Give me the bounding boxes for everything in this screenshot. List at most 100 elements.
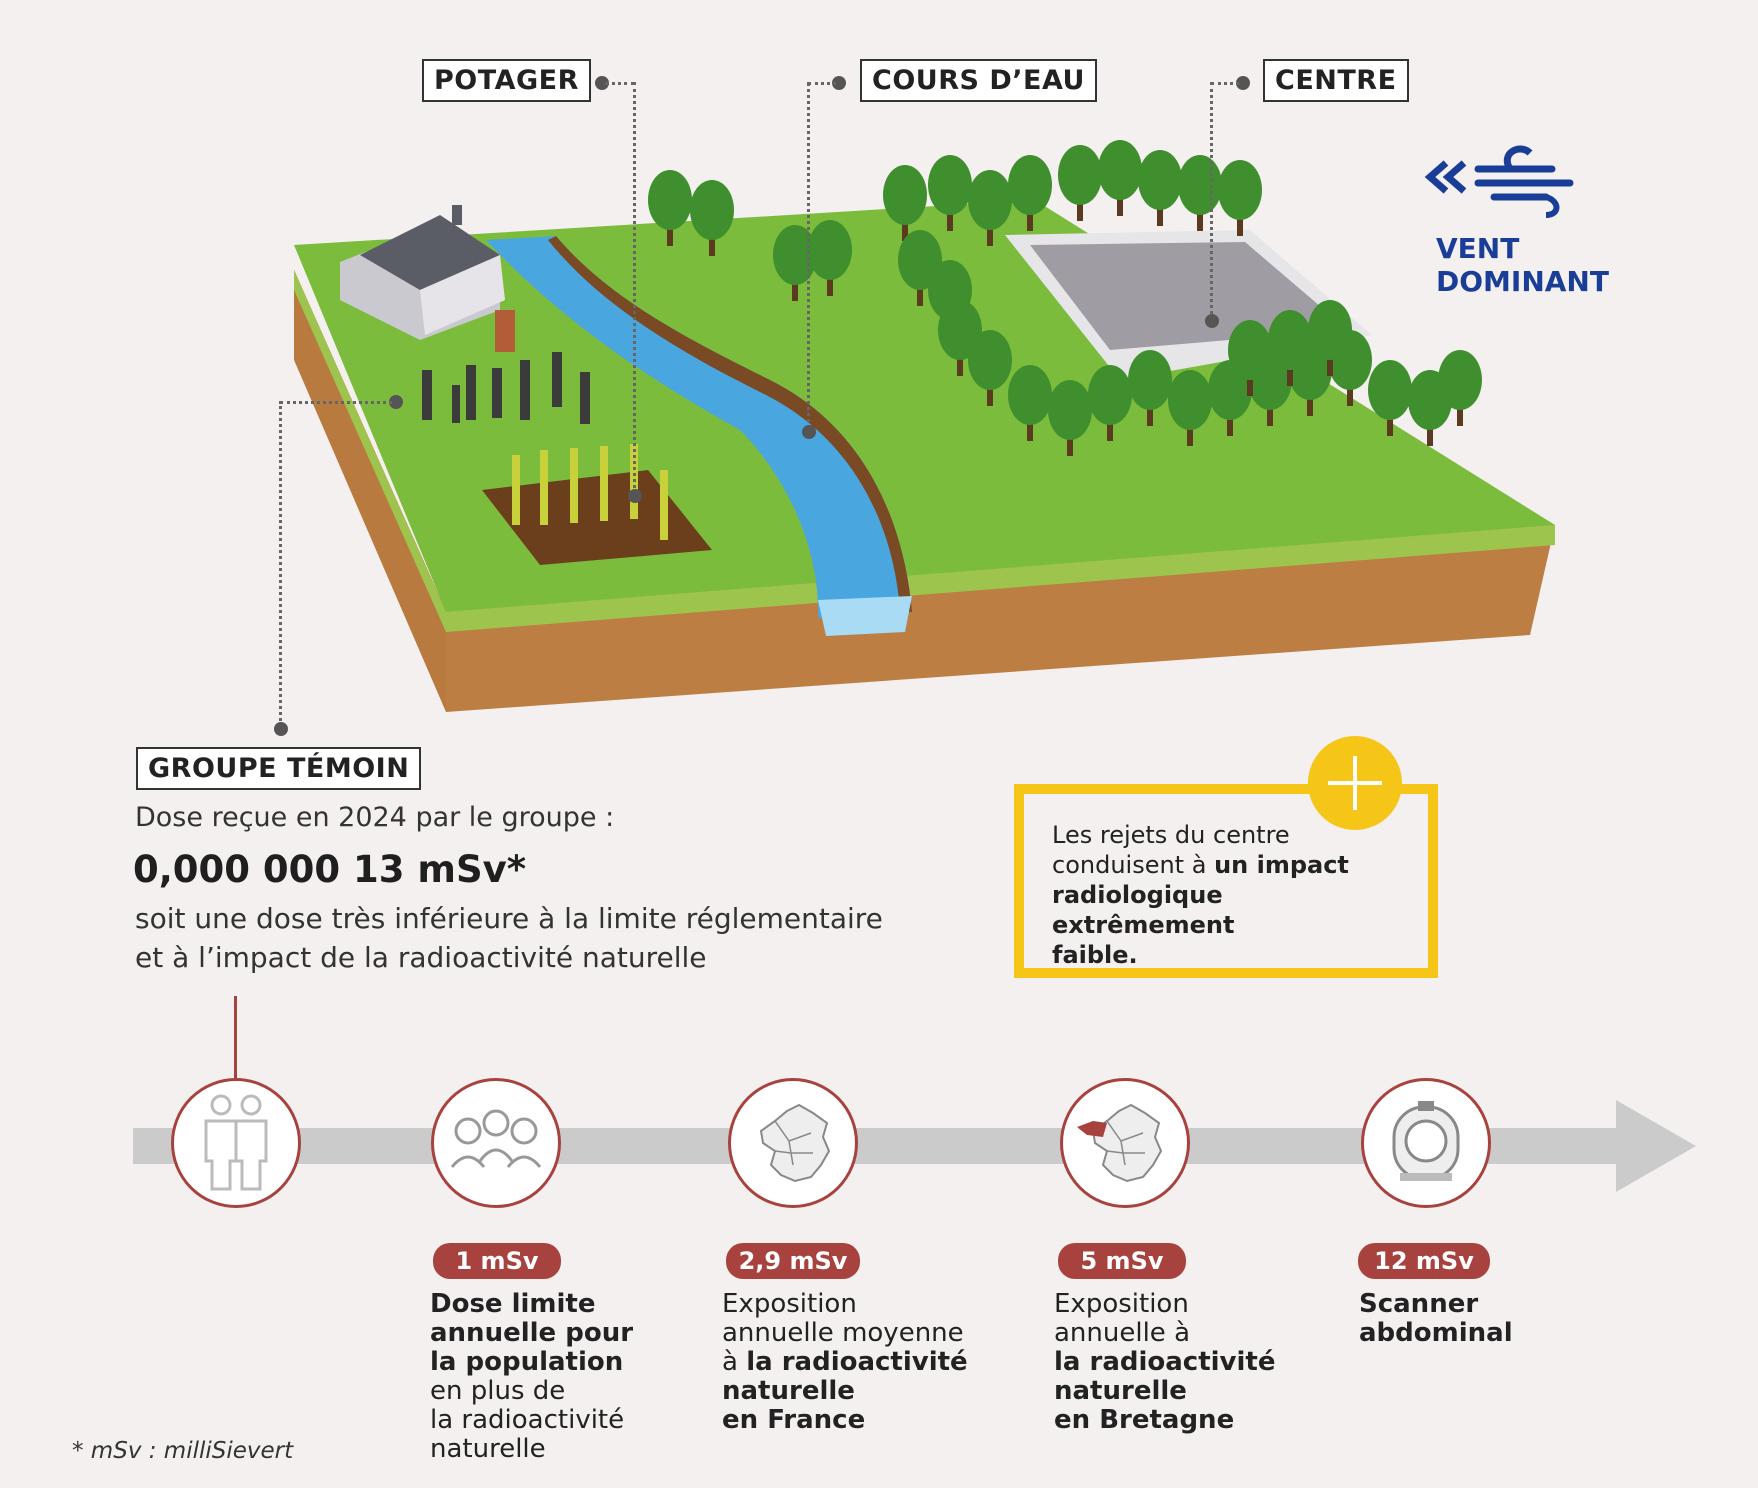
- tree-crown: [1098, 140, 1142, 200]
- tree-trunk: [1287, 358, 1293, 386]
- callout-line4: faible.: [1052, 941, 1138, 969]
- caption-2-l4: naturelle: [722, 1376, 855, 1406]
- tree-crown: [1138, 150, 1182, 210]
- caption-2-l3: à la radioactivité: [722, 1348, 968, 1377]
- label-groupe-temoin: GROUPE TÉMOIN: [136, 747, 422, 790]
- people-group: [422, 352, 590, 424]
- soil-top-band: [446, 525, 1555, 632]
- house: [340, 205, 515, 352]
- tree-trunk: [947, 203, 953, 231]
- callout-line1: Les rejets du centre: [1052, 821, 1290, 849]
- caption-3-l3: la radioactivité: [1054, 1347, 1276, 1377]
- wind-icon: [1424, 145, 1574, 218]
- tree-crown: [1218, 160, 1262, 220]
- river: [486, 236, 912, 618]
- tree-trunk: [1147, 398, 1153, 426]
- caption-3-l2: annuelle à: [1054, 1318, 1191, 1348]
- landscape-illustration: [294, 140, 1555, 712]
- tree-trunk: [1187, 418, 1193, 446]
- centre-line-v: [1210, 82, 1213, 320]
- river-line-h: [808, 82, 836, 85]
- callout-line2: conduisent à un impact: [1052, 850, 1412, 880]
- caption-1-l1: Dose limite: [430, 1289, 596, 1319]
- group-witness-icon: [204, 1094, 268, 1191]
- caption-4-l2: abdominal: [1359, 1318, 1513, 1348]
- tree-trunk: [1307, 388, 1313, 416]
- tree-trunk: [709, 228, 715, 256]
- caption-2-l5: en France: [722, 1405, 866, 1435]
- groupe-connector-line: [234, 996, 237, 1078]
- tree-trunk: [1067, 428, 1073, 456]
- label-centre: CENTRE: [1263, 59, 1409, 102]
- tree-trunk: [987, 218, 993, 246]
- label-cours-deau: COURS D’EAU: [860, 59, 1097, 102]
- tree-crown: [773, 225, 817, 285]
- scanner-circle: [1361, 1078, 1491, 1208]
- value-pill-4: 12 mSv: [1358, 1243, 1490, 1279]
- tree-trunk: [917, 278, 923, 306]
- caption-2-l1: Exposition: [722, 1289, 857, 1319]
- france-map-icon: [759, 1103, 831, 1183]
- tree-crown: [1268, 310, 1312, 370]
- caption-1-l5: la radioactivité: [430, 1405, 625, 1435]
- callout-text: Les rejets du centre conduisent à un imp…: [1052, 820, 1412, 970]
- groupe-line-h: [280, 401, 392, 404]
- tree-trunk: [1227, 408, 1233, 436]
- river-waterfall: [818, 596, 912, 636]
- dose-intro: Dose reçue en 2024 par le groupe :: [135, 802, 615, 833]
- tree-trunk: [1107, 413, 1113, 441]
- dose-line2: et à l’impact de la radioactivité nature…: [135, 941, 707, 974]
- tree-trunk: [1027, 203, 1033, 231]
- potager-line-v: [633, 82, 636, 494]
- tree-trunk: [1347, 378, 1353, 406]
- river-dot-bottom: [802, 425, 816, 439]
- centre-dot-top: [1236, 76, 1250, 90]
- potager-dot-top: [595, 76, 609, 90]
- tree-crown: [1088, 365, 1132, 425]
- callout-line2-bold: un impact: [1214, 851, 1349, 879]
- groupe-dot-top: [389, 395, 403, 409]
- caption-1-l2: annuelle pour: [430, 1318, 634, 1348]
- value-pill-3: 5 mSv: [1058, 1243, 1186, 1279]
- value-pill-1: 1 mSv: [433, 1243, 561, 1279]
- caption-2-l2: annuelle moyenne: [722, 1318, 964, 1348]
- tree-trunk: [1327, 348, 1333, 376]
- wind-label-line2: DOMINANT: [1436, 265, 1609, 298]
- caption-3-l5: en Bretagne: [1054, 1405, 1235, 1435]
- tree-trunk: [987, 378, 993, 406]
- caption-4: Scanner abdominal: [1359, 1290, 1513, 1348]
- tree-trunk: [1157, 198, 1163, 226]
- tree-crown: [1178, 155, 1222, 215]
- tree-crown: [968, 330, 1012, 390]
- tree-crown: [1228, 320, 1272, 380]
- scale-arrow-head: [1616, 1100, 1696, 1192]
- tree-trunk: [902, 213, 908, 241]
- centre-building-roof: [1030, 242, 1348, 350]
- tree-trunk: [827, 268, 833, 296]
- caption-4-l1: Scanner: [1359, 1289, 1479, 1319]
- scanner-icon: [1392, 1101, 1460, 1181]
- tree-crown: [1308, 300, 1352, 360]
- tree-crown: [883, 165, 927, 225]
- tree-trunk: [1077, 193, 1083, 221]
- tree-crown: [928, 155, 972, 215]
- caption-3-l4: naturelle: [1054, 1376, 1187, 1406]
- tree-trunk: [1237, 208, 1243, 236]
- caption-1: Dose limite annuelle pour la population …: [430, 1290, 633, 1464]
- river-bank: [548, 236, 912, 612]
- population-limit-circle: [431, 1078, 561, 1208]
- caption-3: Exposition annuelle à la radioactivité n…: [1054, 1290, 1275, 1435]
- callout-line2-normal: conduisent à: [1052, 851, 1215, 879]
- tree-crown: [1058, 145, 1102, 205]
- tree-trunk: [1197, 203, 1203, 231]
- caption-2: Exposition annuelle moyenne à la radioac…: [722, 1290, 968, 1435]
- tree-trunk: [1247, 368, 1253, 396]
- potager-line-h: [605, 82, 635, 85]
- tree-crown: [968, 170, 1012, 230]
- vegetable-garden: [482, 470, 712, 565]
- tree-trunk: [1117, 188, 1123, 216]
- people-icon: [450, 1109, 542, 1168]
- centre-dot-bottom: [1205, 314, 1219, 328]
- soil-body: [446, 525, 1555, 712]
- dose-value: 0,000 000 13 mSv*: [133, 848, 527, 891]
